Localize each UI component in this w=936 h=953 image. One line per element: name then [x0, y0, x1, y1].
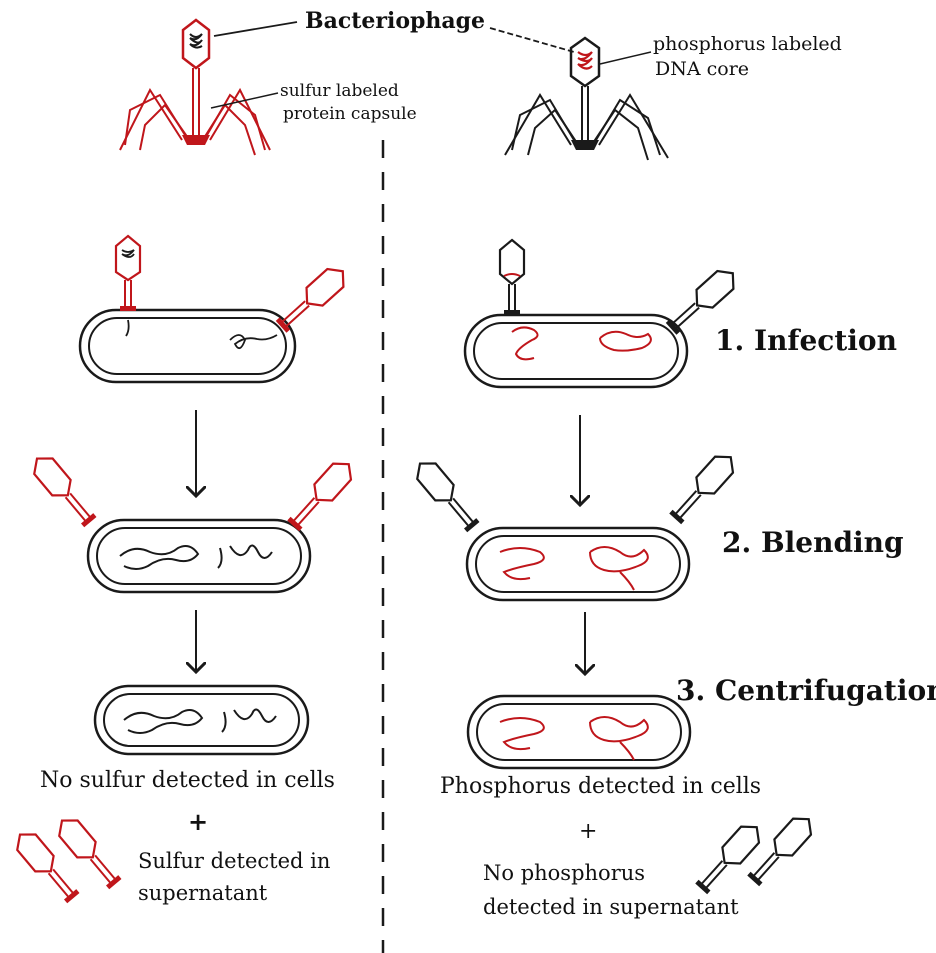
left-plus: + [188, 807, 208, 836]
sulfur-labeled-phage [120, 20, 270, 155]
left-supernatant-line1: Sulfur detected in [138, 849, 330, 873]
right-result-label: Phosphorus detected in cells [440, 774, 761, 799]
right-supernatant-phage-2 [744, 811, 817, 889]
left-centrifuge-cell [95, 686, 308, 754]
right-infection-cell [465, 315, 687, 387]
right-blending-phage-2 [666, 449, 739, 527]
left-infection-phage-side [273, 262, 351, 335]
left-infection-phage-top [116, 236, 140, 311]
phosphorus-labeled-phage [505, 38, 668, 160]
left-blending-phage-1 [28, 451, 100, 530]
left-supernatant-phage-2 [53, 813, 125, 892]
right-centrifuge-cell [468, 696, 690, 768]
left-infection-cell [80, 310, 295, 382]
bacteriophage-label: Bacteriophage [305, 8, 485, 34]
right-supernatant-line1: No phosphorus [483, 861, 645, 885]
right-infection-phage-top [500, 240, 524, 315]
left-supernatant-line2: supernatant [138, 881, 268, 905]
right-plus: + [579, 819, 597, 844]
right-supernatant-line2: detected in supernatant [483, 895, 739, 919]
step1-label: 1. Infection [715, 324, 897, 357]
sulfur-label-line2: protein capsule [283, 104, 417, 124]
step3-label: 3. Centrifugation [676, 674, 936, 707]
step2-label: 2. Blending [722, 526, 904, 559]
left-result-label: No sulfur detected in cells [40, 768, 335, 793]
sulfur-label-line1: sulfur labeled [280, 81, 399, 101]
right-supernatant-phage-1 [692, 819, 765, 897]
left-blending-phage-2 [284, 456, 357, 534]
phosphorus-label-line1: phosphorus labeled [653, 33, 842, 55]
phosphorus-label-line2: DNA core [655, 58, 749, 80]
left-blending-cell [88, 520, 310, 592]
right-blending-cell [467, 528, 689, 600]
right-blending-phage-1 [411, 456, 483, 535]
